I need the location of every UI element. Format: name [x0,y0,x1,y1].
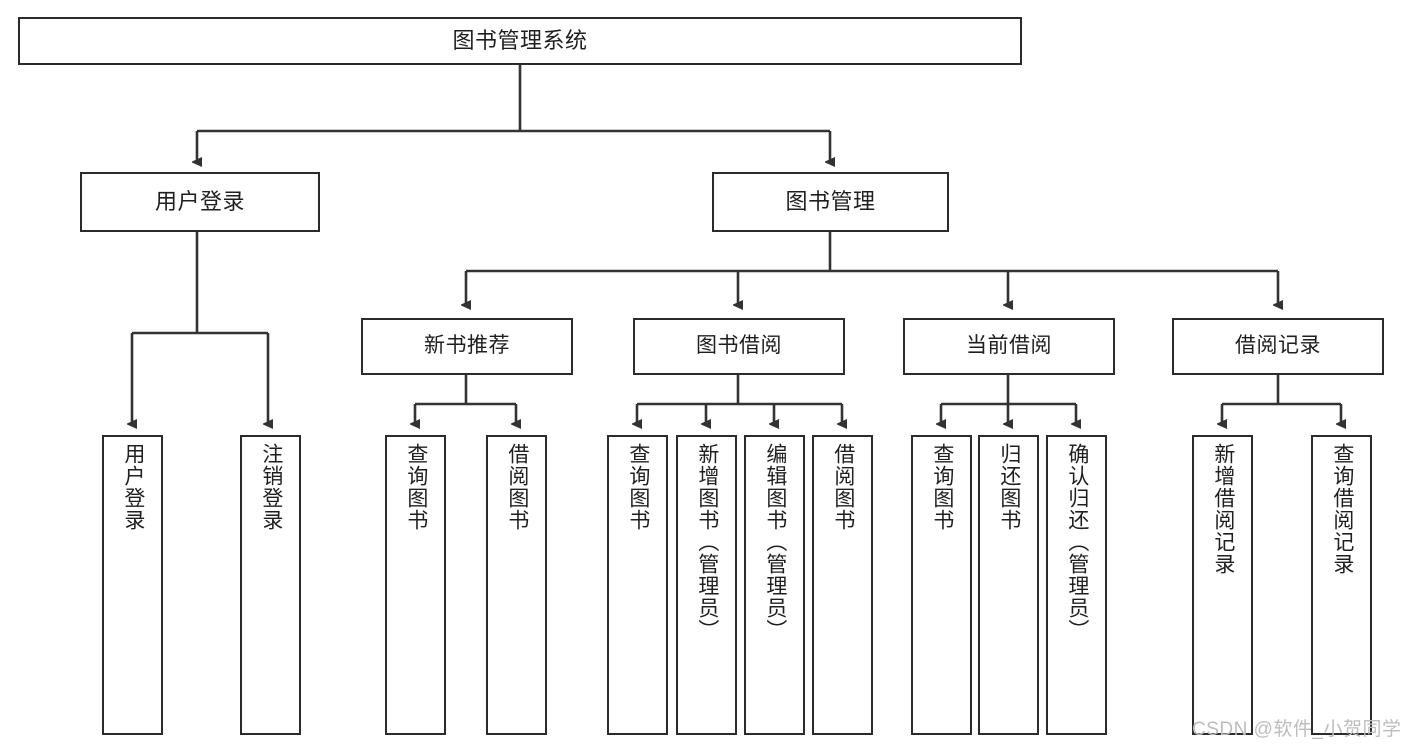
node-leaf-add-borrow-record[interactable]: 新增借阅记录 [1192,435,1253,735]
node-label: 编辑图书（管理员） [763,443,787,641]
node-label: 查询图书 [404,443,428,531]
node-label: 注销登录 [259,443,283,531]
node-root-book-management-system[interactable]: 图书管理系统 [18,17,1022,65]
node-user-login[interactable]: 用户登录 [80,172,320,232]
node-leaf-query-book-current[interactable]: 查询图书 [911,435,972,735]
node-label: 归还图书 [997,443,1021,531]
node-label: 借阅图书 [505,443,529,531]
node-leaf-add-book-admin[interactable]: 新增图书（管理员） [676,435,737,735]
node-label: 新增图书（管理员） [695,443,719,641]
node-label: 图书借阅 [696,334,782,358]
node-label: 确认归还（管理员） [1065,443,1089,641]
node-label: 新书推荐 [424,334,510,358]
node-leaf-query-borrow-record[interactable]: 查询借阅记录 [1311,435,1372,735]
node-leaf-return-book[interactable]: 归还图书 [978,435,1039,735]
node-label: 借阅记录 [1235,334,1321,358]
node-new-book-recommend[interactable]: 新书推荐 [361,318,573,375]
node-leaf-logout-login[interactable]: 注销登录 [240,435,301,735]
node-leaf-confirm-return-admin[interactable]: 确认归还（管理员） [1046,435,1107,735]
node-label: 用户登录 [154,189,245,215]
node-leaf-user-login[interactable]: 用户登录 [102,435,163,735]
node-label: 新增借阅记录 [1211,443,1235,575]
node-book-borrow[interactable]: 图书借阅 [633,318,845,375]
node-leaf-edit-book-admin[interactable]: 编辑图书（管理员） [744,435,805,735]
node-borrow-record[interactable]: 借阅记录 [1172,318,1384,375]
node-label: 当前借阅 [966,334,1052,358]
node-leaf-query-book-borrow[interactable]: 查询图书 [607,435,668,735]
node-current-borrow[interactable]: 当前借阅 [903,318,1115,375]
node-label: 查询借阅记录 [1330,443,1354,575]
node-label: 用户登录 [121,443,145,531]
node-book-management[interactable]: 图书管理 [712,172,949,232]
node-label: 查询图书 [626,443,650,531]
node-label: 借阅图书 [831,443,855,531]
node-label: 图书管理 [785,189,876,215]
node-label: 查询图书 [930,443,954,531]
node-leaf-query-book-recommend[interactable]: 查询图书 [385,435,446,735]
node-label: 图书管理系统 [452,28,588,54]
node-leaf-borrow-book-recommend[interactable]: 借阅图书 [486,435,547,735]
watermark-text: CSDN @软件_小贺同学 [1192,719,1402,740]
node-leaf-borrow-book-borrow[interactable]: 借阅图书 [812,435,873,735]
